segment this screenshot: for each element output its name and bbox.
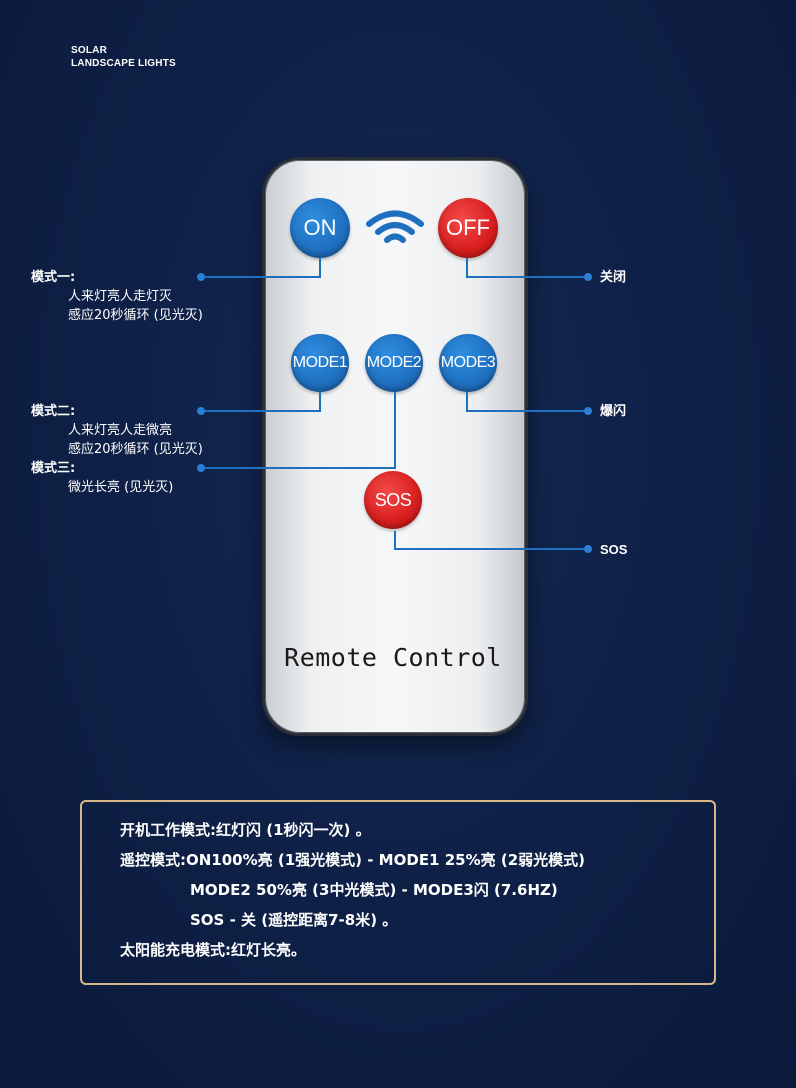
mode1-button[interactable]: MODE1	[291, 334, 349, 392]
off-button-label: OFF	[446, 215, 490, 240]
info-box	[80, 800, 716, 985]
info-line-3: MODE2 50%亮 (3中光模式) - MODE3闪 (7.6HZ)	[190, 881, 558, 899]
callout-mode-one: 模式一: 人来灯亮人走灯灭 感应20秒循环 (见光灭)	[31, 268, 203, 325]
mode2-button[interactable]: MODE2	[365, 334, 423, 392]
dot-mode-three	[197, 464, 205, 472]
brand-line-1: SOLAR	[71, 45, 107, 56]
callout-mode-one-line2: 感应20秒循环 (见光灭)	[68, 308, 203, 323]
callout-mode-three: 模式三: 微光长亮 (见光灭)	[31, 459, 173, 497]
dot-off	[584, 273, 592, 281]
callout-mode-one-title: 模式一:	[31, 270, 76, 285]
callout-mode-two-line2: 感应20秒循环 (见光灭)	[68, 442, 203, 457]
wifi-signal-icon	[366, 210, 424, 243]
info-line-5: 太阳能充电模式:红灯长亮。	[120, 941, 306, 959]
callout-mode-three-line1: 微光长亮 (见光灭)	[68, 480, 174, 495]
brand-line-2: LANDSCAPE LIGHTS	[71, 58, 176, 69]
remote-control-label: Remote Control	[284, 643, 502, 672]
line-off	[466, 258, 588, 278]
callout-mode-two-line1: 人来灯亮人走微亮	[68, 423, 173, 438]
mode2-button-label: MODE2	[366, 354, 422, 371]
callout-mode-two-title: 模式二:	[31, 404, 76, 419]
brand-logo-text: SOLAR LANDSCAPE LIGHTS	[71, 44, 176, 70]
callout-sos: SOS	[600, 542, 628, 557]
callout-mode-two: 模式二: 人来灯亮人走微亮 感应20秒循环 (见光灭)	[31, 402, 203, 459]
off-button[interactable]: OFF	[438, 198, 498, 258]
line-mode3	[466, 392, 588, 412]
callout-mode-one-line1: 人来灯亮人走灯灭	[68, 289, 173, 304]
dot-sos	[584, 545, 592, 553]
on-button-label: ON	[303, 215, 337, 240]
sos-button-label: SOS	[374, 489, 412, 510]
dot-mode-one	[197, 273, 205, 281]
callout-flash: 爆闪	[600, 404, 627, 419]
callout-mode-three-title: 模式三:	[31, 461, 76, 476]
info-line-2: 遥控模式:ON100%亮 (1强光模式) - MODE1 25%亮 (2弱光模式…	[120, 851, 585, 869]
callout-off: 关闭	[600, 270, 627, 285]
info-line-4: SOS - 关 (遥控距离7-8米) 。	[190, 911, 398, 929]
sos-button[interactable]: SOS	[364, 471, 422, 529]
mode3-button[interactable]: MODE3	[439, 334, 497, 392]
dot-mode-two	[197, 407, 205, 415]
dot-flash	[584, 407, 592, 415]
line-on	[201, 258, 321, 278]
mode3-button-label: MODE3	[440, 354, 496, 371]
info-line-1: 开机工作模式:红灯闪 (1秒闪一次) 。	[120, 821, 371, 839]
line-mode2	[201, 392, 396, 469]
mode1-button-label: MODE1	[292, 354, 348, 371]
line-sos	[394, 531, 588, 550]
line-mode1	[201, 392, 321, 412]
on-button[interactable]: ON	[290, 198, 350, 258]
